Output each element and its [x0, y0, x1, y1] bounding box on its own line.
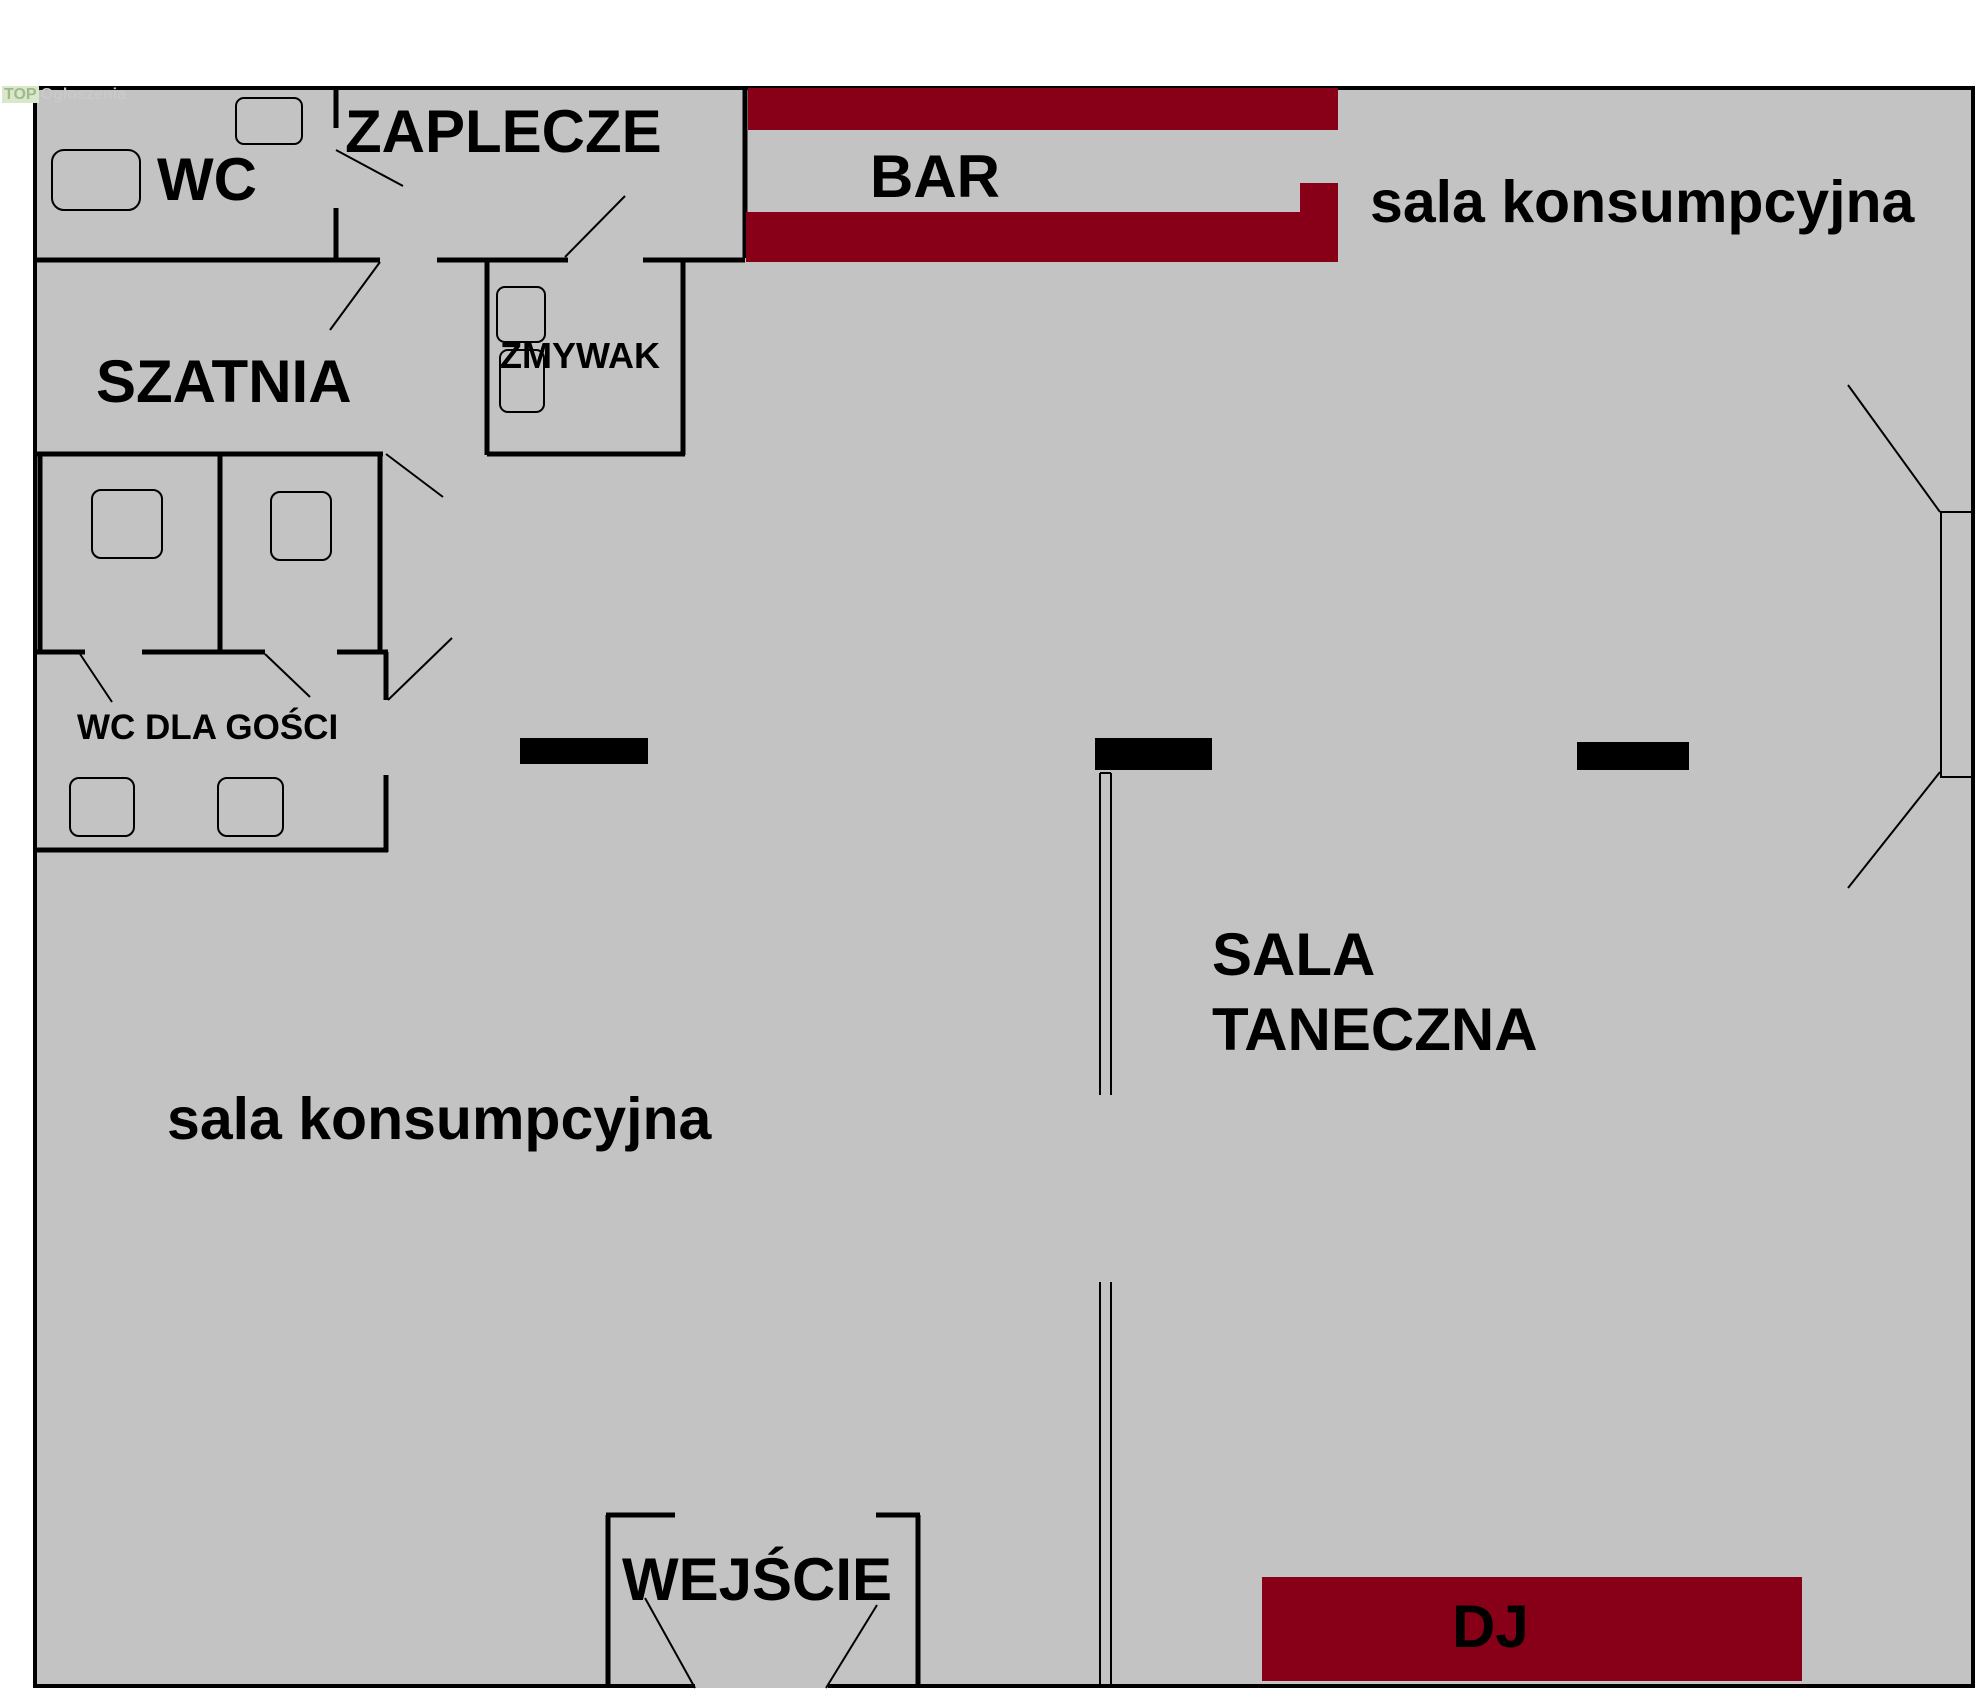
watermark-badge: TOP — [2, 86, 39, 103]
label-sala-taneczna-line1: SALA — [1212, 921, 1376, 988]
bar-counter — [746, 88, 1338, 262]
floor — [35, 88, 1975, 1688]
watermark-text: Ogłoszenia — [40, 86, 126, 103]
columns — [520, 738, 1689, 770]
label-dj: DJ — [1452, 1593, 1529, 1660]
dance-hall-partition — [1099, 772, 1112, 1688]
dj-booth — [1262, 1577, 1802, 1681]
label-wc: WC — [157, 146, 257, 213]
label-wejscie: WEJŚCIE — [622, 1546, 893, 1613]
fixtures — [51, 97, 546, 837]
label-szatnia: SZATNIA — [96, 348, 352, 415]
label-sala-konsumpcyjna-top: sala konsumpcyjna — [1370, 169, 1915, 235]
door-swings — [79, 149, 1941, 1689]
interior-walls — [35, 88, 921, 1688]
label-sala-konsumpcyjna-main: sala konsumpcyjna — [167, 1086, 712, 1152]
label-bar: BAR — [870, 143, 1000, 210]
label-wc-dla-gosci: WC DLA GOŚCI — [77, 708, 339, 747]
label-zmywak: ZMYWAK — [500, 335, 660, 376]
label-sala-taneczna-line2: TANECZNA — [1212, 996, 1538, 1063]
side-door-frame — [1940, 511, 1974, 778]
label-zaplecze: ZAPLECZE — [345, 98, 662, 165]
